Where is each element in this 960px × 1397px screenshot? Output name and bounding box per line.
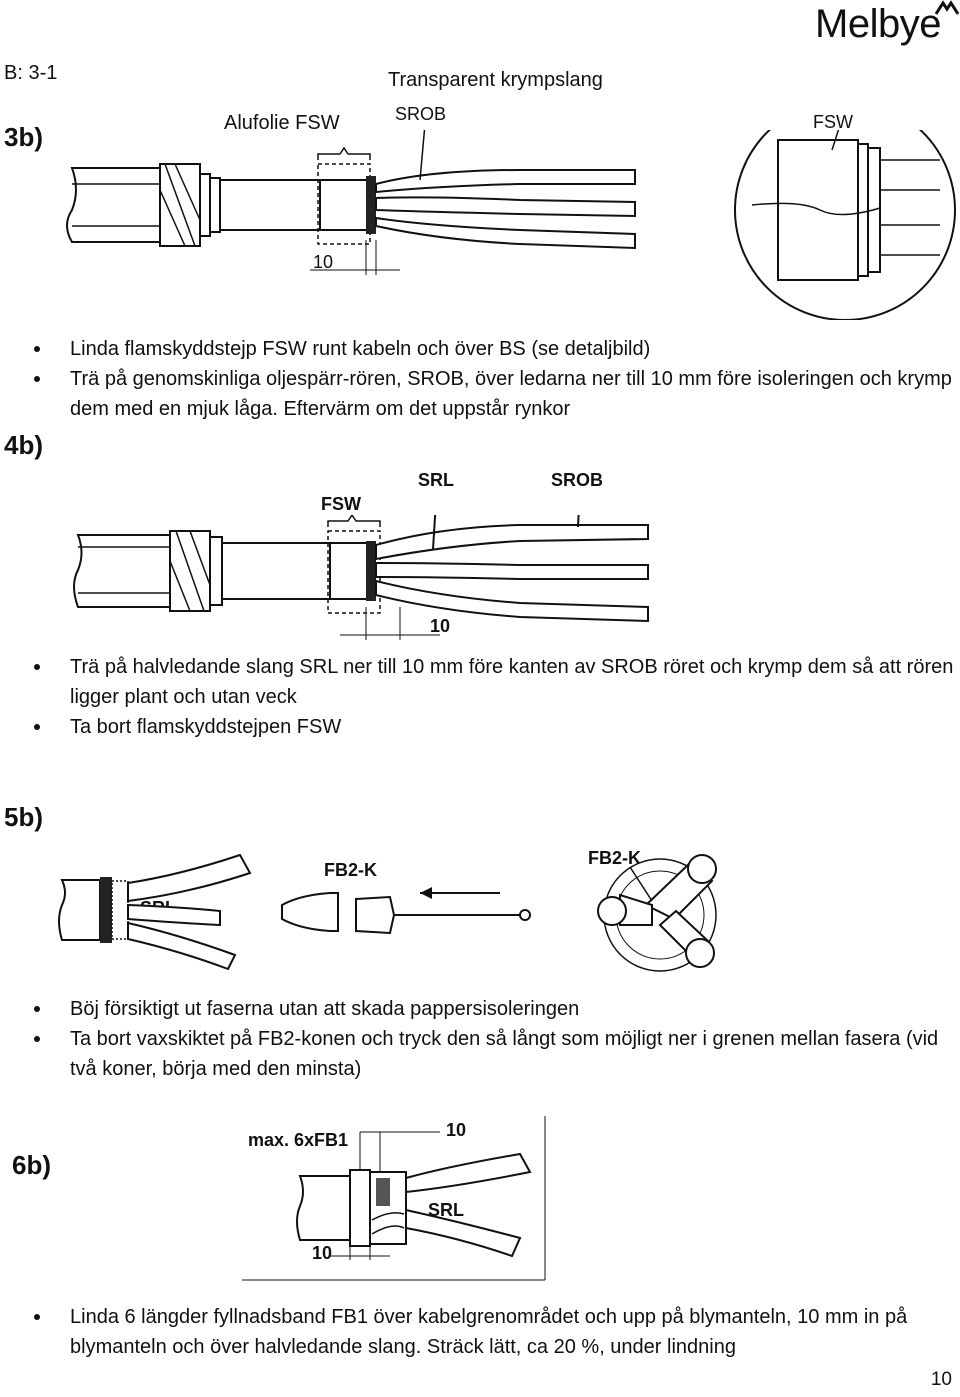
step-number-5b: 5b)	[4, 802, 43, 832]
bullet-item: Trä på halvledande slang SRL ner till 10…	[34, 652, 954, 712]
step-number-3b: 3b)	[4, 122, 43, 152]
diagram-3b	[66, 130, 956, 320]
bullet-list-5b: Böj försiktigt ut faserna utan att skada…	[34, 994, 954, 1084]
label-srob: SROB	[395, 104, 447, 124]
label-srob: SROB	[551, 470, 604, 490]
dimension-10-top: 10	[446, 1120, 467, 1140]
label-fb2-k-left: FB2-K	[324, 860, 377, 880]
brand-mark-icon	[935, 0, 959, 15]
bullet-item: Ta bort flamskyddstejpen FSW	[34, 712, 954, 742]
document-reference: B: 3-1	[4, 62, 58, 84]
diagram-5b	[58, 853, 717, 972]
bullet-item: Linda flamskyddstejp FSW runt kabeln och…	[34, 334, 954, 364]
dimension-10: 10	[430, 616, 451, 636]
diagram-6b	[242, 1116, 546, 1281]
diagram-4b	[73, 515, 649, 640]
label-fsw-detail: FSW	[813, 112, 853, 132]
step-number-6b: 6b)	[12, 1150, 51, 1180]
label-max-6xfb1: max. 6xFB1	[248, 1130, 349, 1150]
label-transparent-krympslang: Transparent krympslang	[388, 69, 603, 91]
label-alufolie-fsw: Alufolie FSW	[224, 112, 340, 134]
label-srl: SRL	[428, 1200, 464, 1220]
step-number-4b: 4b)	[4, 430, 43, 460]
bullet-list-4b: Trä på halvledande slang SRL ner till 10…	[34, 652, 954, 742]
dimension-10-bottom: 10	[312, 1243, 333, 1263]
label-fsw: FSW	[321, 494, 361, 514]
brand-logo: Melbye	[815, 2, 941, 46]
bullet-item: Linda 6 längder fyllnadsband FB1 över ka…	[34, 1302, 954, 1362]
label-fb2-k-right: FB2-K	[588, 848, 641, 868]
page-number: 10	[930, 1369, 952, 1390]
bullet-list-6b: Linda 6 längder fyllnadsband FB1 över ka…	[34, 1302, 954, 1362]
bullet-list-3b: Linda flamskyddstejp FSW runt kabeln och…	[34, 334, 954, 424]
dimension-10: 10	[313, 252, 334, 272]
bullet-item: Ta bort vaxskiktet på FB2-konen och tryc…	[34, 1024, 954, 1084]
bullet-item: Trä på genomskinliga oljespärr-rören, SR…	[34, 364, 954, 424]
label-srl: SRL	[418, 470, 454, 490]
bullet-item: Böj försiktigt ut faserna utan att skada…	[34, 994, 954, 1024]
